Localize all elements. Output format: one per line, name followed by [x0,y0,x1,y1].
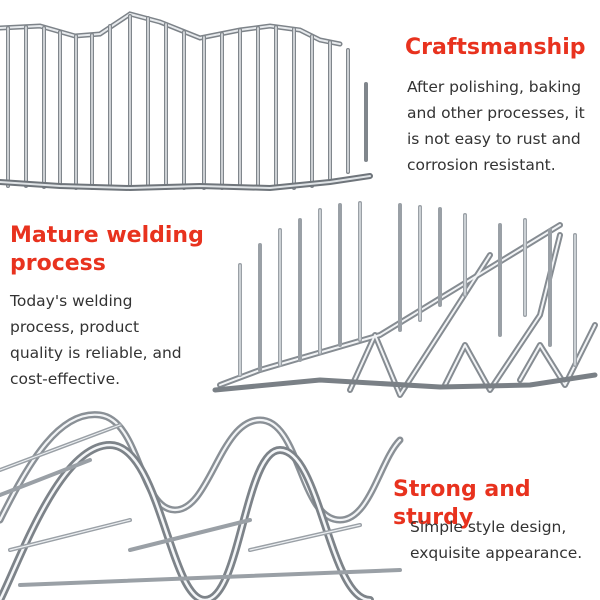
section-2-line-1: Today's welding [10,292,133,310]
section-2-title-line-1: Mature welding [10,223,204,248]
section-3-line-1: Simple style design, [410,518,567,536]
section-2-title-line-2: process [10,251,106,276]
section-2-line-3: quality is reliable, and [10,344,182,362]
rack-wave-photo-bottom [0,411,404,600]
section-1-line-2: and other processes, it [407,104,585,122]
section-1-title: Craftsmanship [405,35,586,60]
section-1-line-3: is not easy to rust and [407,130,581,148]
rack-weld-photo-middle [212,201,598,398]
section-2-line-4: cost-effective. [10,370,121,388]
rack-wire-photo-top [0,11,373,192]
section-1-line-4: corrosion resistant. [407,156,556,174]
section-3-title: Strong and sturdy [393,477,531,530]
section-1-line-1: After polishing, baking [407,78,582,96]
section-2-line-2: process, product [10,318,140,336]
section-3-line-2: exquisite appearance. [410,544,583,562]
